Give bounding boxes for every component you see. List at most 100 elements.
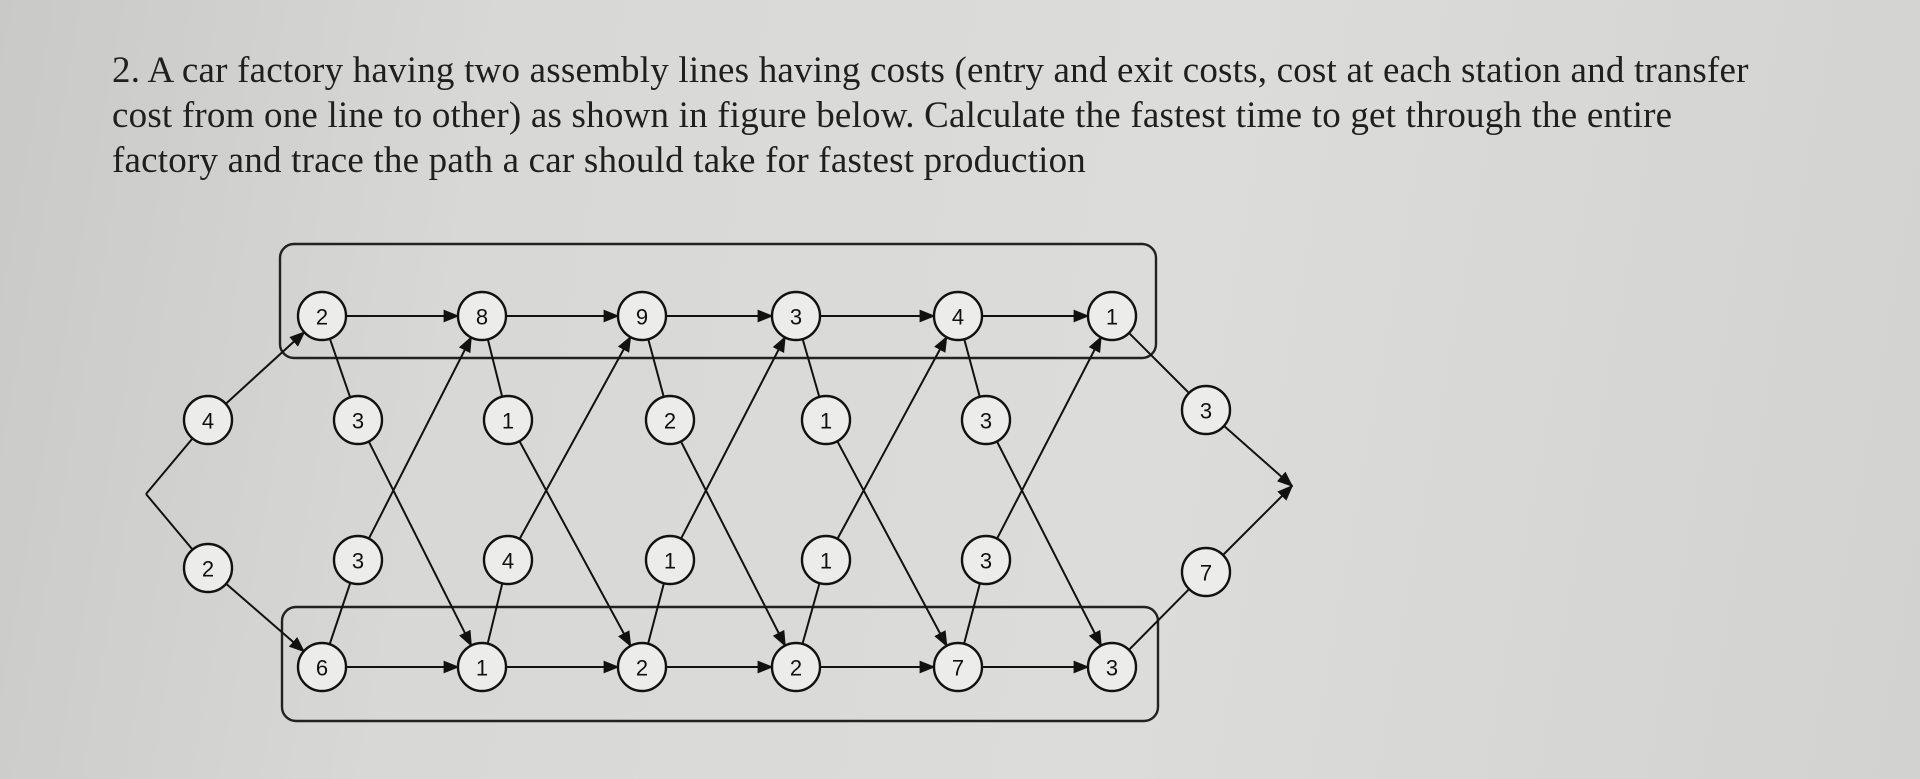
line1-station-1: 2 [296,290,348,342]
line2-station-4: 2 [770,641,822,693]
exit-line2-node-label: 7 [1200,561,1212,586]
line1-station-2-circle [456,290,508,342]
transfer-1to2-node-2-circle [482,394,534,446]
line2-station-5-circle [932,641,984,693]
diagram-nodes: 4 2 2 8 9 3 4 1 6 1 2 2 7 3 3 1 2 1 3 3 4 1 1 3 3 7 [182,290,1232,693]
line1-station-5: 4 [932,290,984,342]
line1-station-3-circle [616,290,668,342]
line2-station-1: 6 [296,641,348,693]
transfer-1to2-in-3 [647,338,665,398]
line2-station-2-label: 1 [476,656,488,681]
exit-line1-node-label: 3 [1200,399,1212,424]
transfer-1to2-node-1-circle [332,394,384,446]
line2-station-2-circle [456,641,508,693]
transfer-1to2-node-2: 1 [482,394,534,446]
transfer-1to2-out-1 [367,441,473,647]
transfer-2to1-out-2 [518,335,632,540]
entry-line1-node: 4 [182,394,234,446]
transfer-1to2-node-4-label: 1 [820,409,832,434]
line1-station-6-label: 1 [1106,305,1118,330]
line2-station-3: 2 [616,641,668,693]
line1-station-2: 8 [456,290,508,342]
transfer-2to1-node-4: 1 [800,534,852,586]
transfer-2to1-out-4 [836,335,948,540]
transfer-2to1-node-4-circle [800,534,852,586]
line2-station-6-label: 3 [1106,656,1118,681]
transfer-2to1-node-2-circle [482,534,534,586]
transfer-2to1-out-1 [367,335,473,540]
line1-to-exit1-line [1128,332,1190,394]
transfer-2to1-in-3 [647,582,665,645]
entry1-to-line1-line [225,331,306,405]
exit-line2-node: 7 [1180,546,1232,598]
line2-station-2: 1 [456,641,508,693]
transfer-2to1-in-4 [801,582,821,645]
assembly-line-1-box [278,242,1158,360]
question-text: 2. A car factory having two assembly lin… [112,50,1749,181]
transfer-1to2-node-1: 3 [332,394,384,446]
line1-station-2-label: 8 [476,305,488,330]
line1-station-6-circle [1086,290,1138,342]
line1-station-6: 1 [1086,290,1138,342]
transfer-2to1-node-2-label: 4 [502,549,514,574]
line1-station-4: 3 [770,290,822,342]
diagram-edges [145,309,1294,674]
line1-station-1-label: 2 [316,305,328,330]
transfer-2to1-node-3-circle [644,534,696,586]
line2-station-3-label: 2 [636,656,648,681]
transfer-2to1-out-3 [680,335,786,540]
entry-line1-node-label: 4 [202,409,214,434]
exit-line2-node-circle [1180,546,1232,598]
transfer-1to2-node-1-label: 3 [352,409,364,434]
transfer-1to2-node-3-label: 2 [664,409,676,434]
transfer-1to2-out-4 [836,440,948,648]
line1-station-3: 9 [616,290,668,342]
line2-station-6-circle [1086,641,1138,693]
transfer-1to2-in-2 [486,339,504,397]
entry-line1-node-circle [182,394,234,446]
line2-station-4-circle [770,641,822,693]
line1-station-5-label: 4 [952,305,964,330]
transfer-1to2-node-5-label: 3 [980,409,992,434]
transfer-2to1-node-1-label: 3 [352,549,364,574]
transfer-1to2-node-4: 1 [800,394,852,446]
transfer-1to2-out-2 [518,440,632,648]
line2-station-5-label: 7 [952,656,964,681]
line1-station-4-circle [770,290,822,342]
transfer-2to1-node-2: 4 [482,534,534,586]
line2-station-3-circle [616,641,668,693]
line2-station-6: 3 [1086,641,1138,693]
source-to-entry2-line [145,493,194,551]
assembly-line-2-box [280,605,1160,723]
line1-station-5-circle [932,290,984,342]
entry-line2-node-label: 2 [202,557,214,582]
transfer-2to1-in-1 [328,582,352,645]
entry-line2-node-circle [182,542,234,594]
transfer-1to2-in-1 [328,338,352,398]
transfer-2to1-node-3: 1 [644,534,696,586]
transfer-1to2-in-4 [801,338,821,398]
transfer-2to1-node-5: 3 [960,534,1012,586]
transfer-1to2-in-5 [963,338,981,398]
transfer-2to1-node-5-circle [960,534,1012,586]
line2-to-exit2-line [1128,588,1190,651]
line2-station-1-label: 6 [316,656,328,681]
exit-line1-node: 3 [1180,384,1232,436]
line1-station-3-label: 9 [636,305,648,330]
transfer-2to1-in-2 [486,583,504,644]
line2-station-4-label: 2 [790,656,802,681]
transfer-1to2-node-5: 3 [960,394,1012,446]
transfer-1to2-node-3: 2 [644,394,696,446]
entry2-to-line2-line [225,582,306,653]
line1-station-1-circle [296,290,348,342]
transfer-1to2-out-5 [996,440,1102,648]
transfer-2to1-node-4-label: 1 [820,549,832,574]
transfer-2to1-out-5 [996,335,1102,540]
line2-station-5: 7 [932,641,984,693]
transfer-2to1-node-1-circle [332,534,384,586]
transfer-2to1-node-3-label: 1 [664,549,676,574]
line2-station-1-circle [296,641,348,693]
transfer-1to2-node-5-circle [960,394,1012,446]
transfer-1to2-node-4-circle [800,394,852,446]
